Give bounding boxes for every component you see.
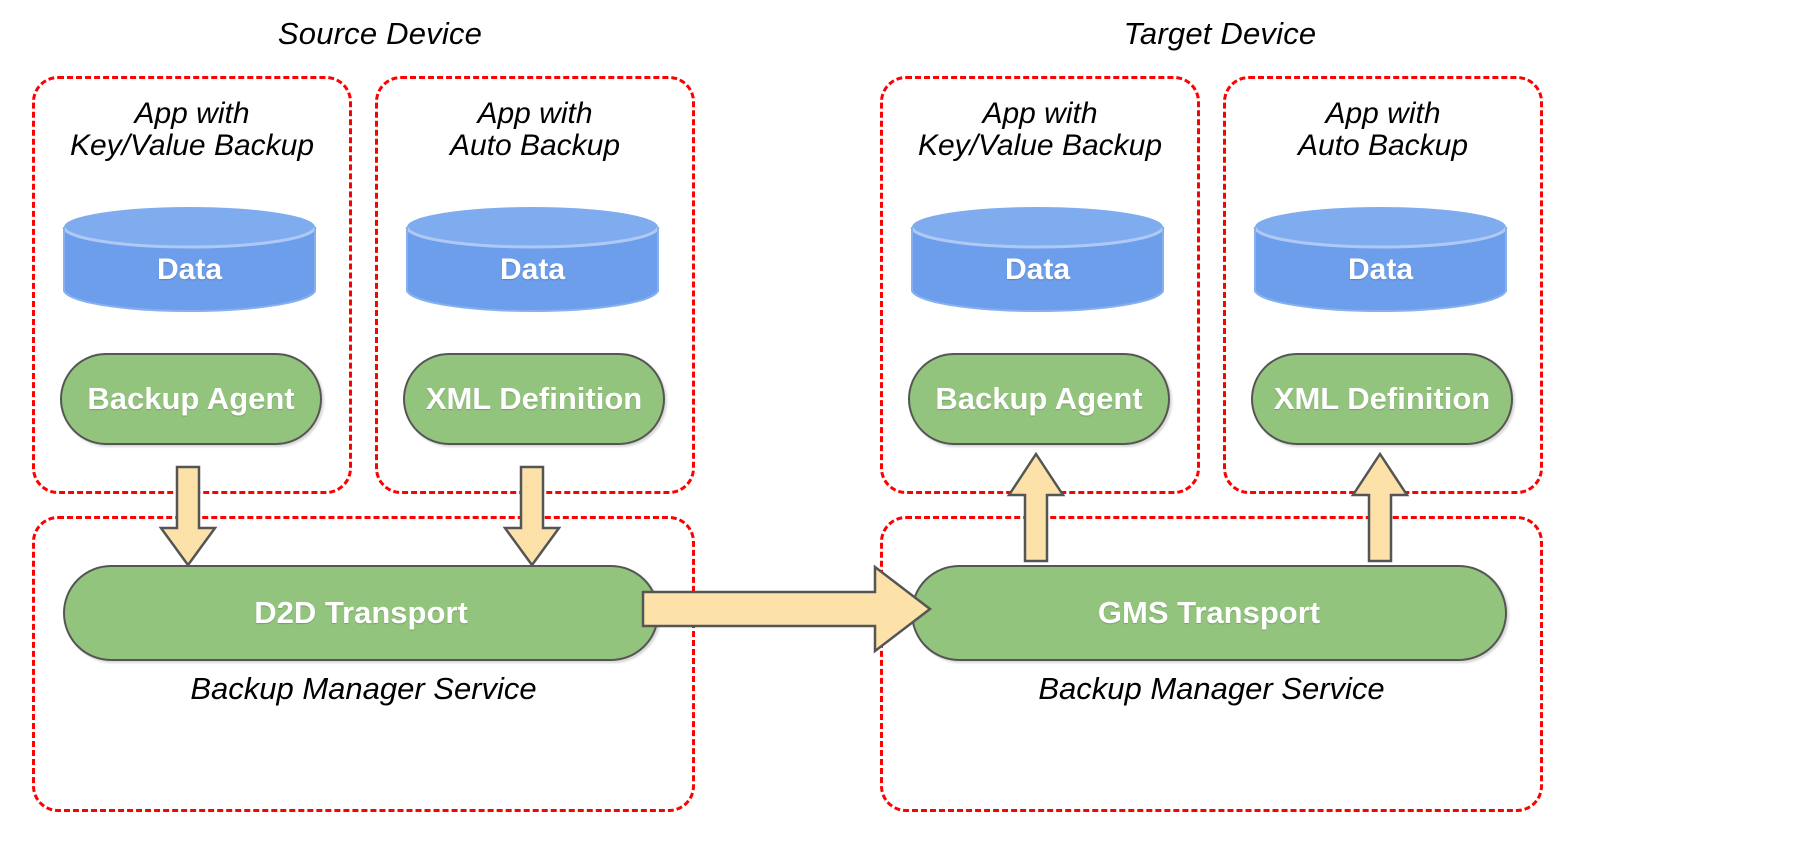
data-cylinder-label: Data — [156, 253, 223, 286]
app-label-source-auto: App with Auto Backup — [378, 98, 692, 162]
flow-arrow-down-source-keyvalue — [158, 465, 218, 568]
data-cylinder-label: Data — [1004, 253, 1071, 286]
data-cylinder-label: Data — [499, 253, 566, 286]
component-pill-xml-definition-source: XML Definition — [403, 353, 665, 445]
flow-arrow-up-target-auto — [1350, 451, 1410, 563]
component-pill-label: Backup Agent — [935, 381, 1143, 416]
component-pill-label: XML Definition — [1273, 381, 1491, 416]
transport-pill-label: D2D Transport — [254, 595, 468, 630]
data-cylinder-label: Data — [1347, 253, 1414, 286]
app-container-target-keyvalue: App with Key/Value Backup Data Backup Ag… — [880, 76, 1200, 494]
transport-pill-gms: GMS Transport — [911, 565, 1507, 661]
flow-arrow-down-source-auto — [502, 465, 562, 568]
app-label-line2: Auto Backup — [449, 128, 621, 162]
app-label-target-keyvalue: App with Key/Value Backup — [883, 98, 1197, 162]
app-label-line1: App with — [982, 97, 1098, 130]
service-container-target: GMS Transport Backup Manager Service — [880, 516, 1543, 812]
app-label-line2: Auto Backup — [1297, 128, 1469, 162]
device-title-target: Target Device — [1123, 16, 1317, 51]
data-cylinder-target-keyvalue: Data — [910, 205, 1165, 313]
app-container-source-keyvalue: App with Key/Value Backup Data Backup Ag… — [32, 76, 352, 494]
app-label-line1: App with — [477, 97, 593, 130]
component-pill-label: XML Definition — [425, 381, 643, 416]
data-cylinder-source-keyvalue: Data — [62, 205, 317, 313]
app-label-line1: App with — [1325, 97, 1441, 130]
data-cylinder-target-auto: Data — [1253, 205, 1508, 313]
flow-arrow-up-target-keyvalue — [1006, 451, 1066, 563]
component-pill-backup-agent-target: Backup Agent — [908, 353, 1170, 445]
app-label-line1: App with — [134, 97, 250, 130]
app-label-target-auto: App with Auto Backup — [1226, 98, 1540, 162]
data-cylinder-source-auto: Data — [405, 205, 660, 313]
app-label-line2: Key/Value Backup — [69, 128, 315, 162]
service-caption-target: Backup Manager Service — [1038, 671, 1385, 706]
app-label-line2: Key/Value Backup — [917, 128, 1163, 162]
component-pill-label: Backup Agent — [87, 381, 295, 416]
flow-arrow-transport-transfer — [641, 564, 933, 654]
service-caption-source: Backup Manager Service — [190, 671, 537, 706]
component-pill-xml-definition-target: XML Definition — [1251, 353, 1513, 445]
device-title-source: Source Device — [277, 16, 483, 51]
app-container-source-auto: App with Auto Backup Data XML Definition — [375, 76, 695, 494]
component-pill-backup-agent-source: Backup Agent — [60, 353, 322, 445]
transport-pill-label: GMS Transport — [1097, 595, 1321, 630]
transport-pill-d2d: D2D Transport — [63, 565, 659, 661]
service-container-source: D2D Transport Backup Manager Service — [32, 516, 695, 812]
app-label-source-keyvalue: App with Key/Value Backup — [35, 98, 349, 162]
app-container-target-auto: App with Auto Backup Data XML Definition — [1223, 76, 1543, 494]
